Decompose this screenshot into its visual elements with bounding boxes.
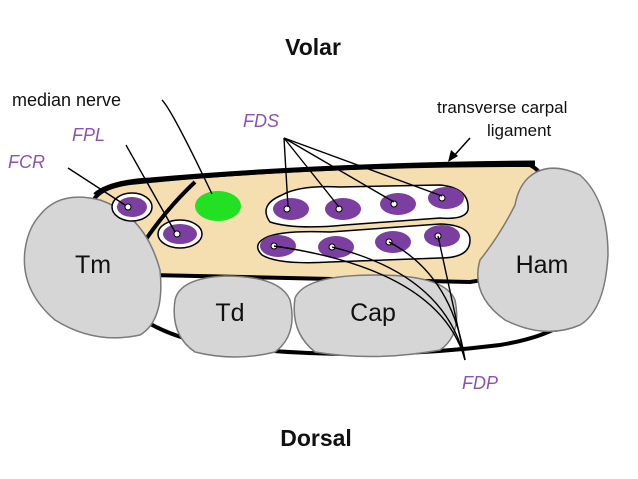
- leader-lines: [67, 99, 466, 361]
- transverse-carpal-ligament: [93, 160, 536, 197]
- fpl-leader: [125, 144, 176, 233]
- dorsal-label: Dorsal: [280, 425, 352, 451]
- transverse-ligament-arrowhead: [448, 150, 458, 162]
- fcr-tendon-dot: [124, 203, 132, 211]
- fdp-tendon-2: [318, 236, 354, 258]
- trapezoid-bone: [173, 275, 293, 358]
- tm-label: Tm: [75, 251, 111, 279]
- td-label: Td: [215, 299, 244, 327]
- fds-leader-4: [283, 137, 443, 197]
- fds-tendon-2: [325, 198, 361, 220]
- fpl-label: FPL: [72, 125, 105, 145]
- fdp-tendon-4: [424, 225, 460, 247]
- ham-label: Ham: [516, 251, 569, 279]
- transverse-label-line1: transverse carpal: [437, 98, 567, 117]
- fdp-tendon-3: [375, 231, 411, 253]
- fds-leader-1: [283, 137, 289, 208]
- fdp-leader-2: [331, 246, 466, 361]
- fds-label: FDS: [243, 111, 279, 131]
- fdp-leader-4: [437, 235, 466, 361]
- fds-leader-3: [283, 137, 395, 203]
- fds-tendon-4: [428, 187, 464, 209]
- fpl-tendon-dot: [173, 230, 181, 238]
- hamate-bone: [477, 167, 609, 333]
- fdp-leader-1: [273, 245, 466, 361]
- volar-label: Volar: [285, 34, 341, 60]
- fcr-leader: [67, 167, 126, 206]
- median-nerve: [195, 191, 241, 221]
- fds-sheath: [265, 184, 469, 228]
- cap-label: Cap: [350, 299, 396, 327]
- fcr-label: FCR: [8, 152, 45, 172]
- fds-tendon-1-dot: [283, 205, 291, 213]
- fds-leader-2: [283, 137, 340, 208]
- median-nerve-label: median nerve: [12, 90, 121, 110]
- fds-tendon-1: [273, 198, 309, 220]
- fcr-tendon: [117, 197, 147, 217]
- fds-tendon-3-dot: [390, 200, 398, 208]
- fdp-label: FDP: [462, 373, 498, 393]
- trapezium-bone: [23, 196, 162, 339]
- fds-tendon-4-dot: [438, 194, 446, 202]
- transverse-label-line2: ligament: [487, 121, 552, 140]
- median-nerve-leader: [161, 99, 213, 195]
